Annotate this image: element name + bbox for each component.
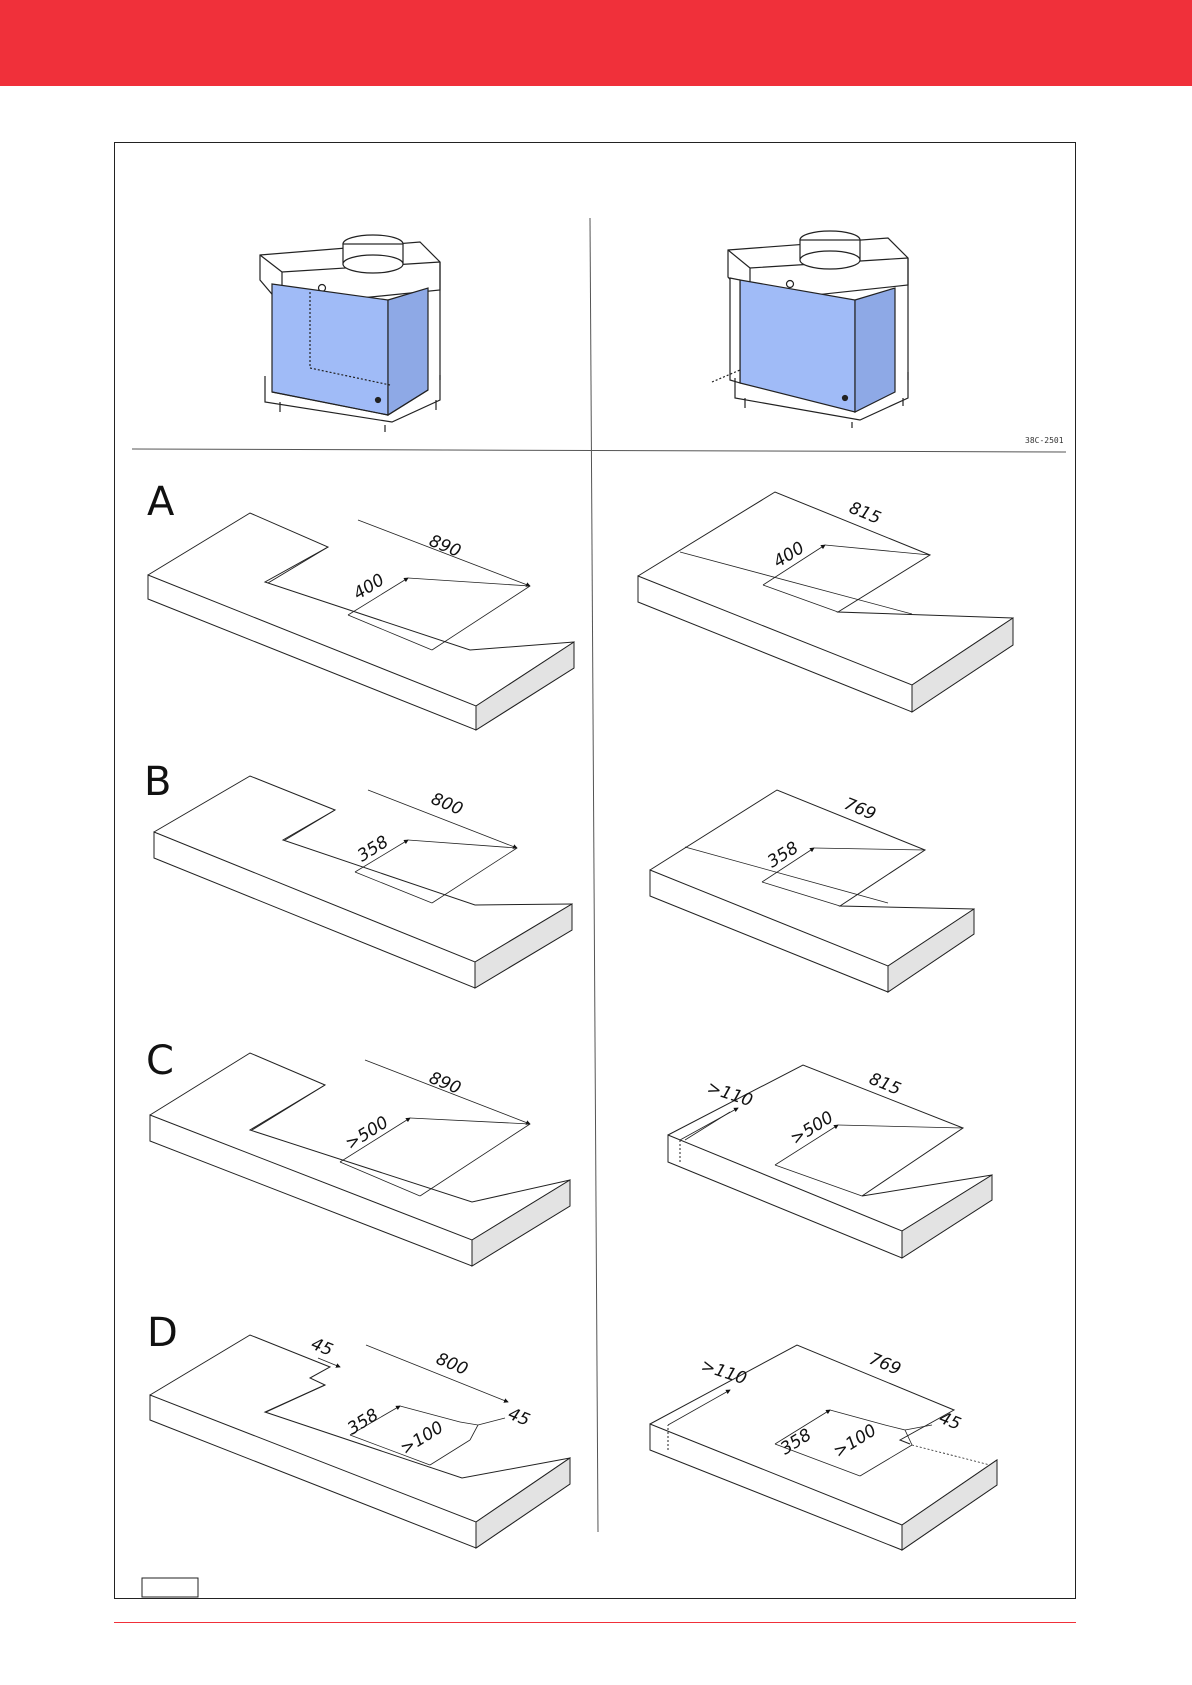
dim-b-right-depth: 358 bbox=[764, 838, 802, 872]
dim-d-right-width: 769 bbox=[866, 1349, 904, 1380]
dim-a-left-depth: 400 bbox=[350, 570, 388, 604]
dim-c-left-depth: >500 bbox=[342, 1113, 392, 1155]
slab-b-right bbox=[650, 790, 974, 992]
slab-b-left bbox=[154, 776, 572, 988]
horizontal-divider bbox=[132, 449, 1066, 452]
dim-c-left-width: 890 bbox=[426, 1068, 464, 1099]
page-tag-box bbox=[142, 1578, 198, 1597]
glass-side bbox=[388, 288, 428, 415]
dim-a-right-depth: 400 bbox=[770, 538, 808, 572]
dim-d-right-gap: >100 bbox=[830, 1421, 880, 1463]
fireplace-right bbox=[712, 231, 908, 428]
dim-d-right-step-b: 45 bbox=[936, 1408, 964, 1435]
slab-a-left bbox=[148, 513, 574, 730]
vertical-divider bbox=[590, 218, 598, 1532]
dim-c-right-depth: >500 bbox=[787, 1108, 837, 1150]
glass-side-right bbox=[855, 288, 895, 412]
glass-front-right bbox=[740, 280, 855, 412]
dim-d-left-gap: >100 bbox=[397, 1418, 447, 1460]
dim-d-right-depth: 358 bbox=[777, 1425, 815, 1459]
section-label-d: D bbox=[147, 1310, 178, 1356]
slab-c-left bbox=[150, 1053, 570, 1266]
dim-d-left-width: 800 bbox=[433, 1349, 471, 1380]
slab-a-right bbox=[638, 492, 1013, 712]
dim-c-right-width: 815 bbox=[866, 1069, 904, 1100]
section-label-a: A bbox=[147, 479, 175, 525]
dim-d-left-depth: 358 bbox=[344, 1405, 382, 1439]
section-label-b: B bbox=[144, 759, 171, 805]
dim-c-right-offset: >110 bbox=[704, 1078, 755, 1111]
dim-d-left-step-b: 45 bbox=[505, 1404, 533, 1431]
dim-a-left-width: 890 bbox=[426, 531, 464, 562]
dim-d-left-step-a: 45 bbox=[308, 1334, 336, 1361]
dim-b-right-width: 769 bbox=[841, 794, 879, 825]
slab-d-left bbox=[150, 1335, 570, 1548]
figure-code: 38C-2501 bbox=[1025, 436, 1064, 445]
fireplace-left bbox=[260, 235, 440, 432]
section-label-c: C bbox=[146, 1038, 174, 1084]
dim-a-right-width: 815 bbox=[846, 498, 884, 529]
